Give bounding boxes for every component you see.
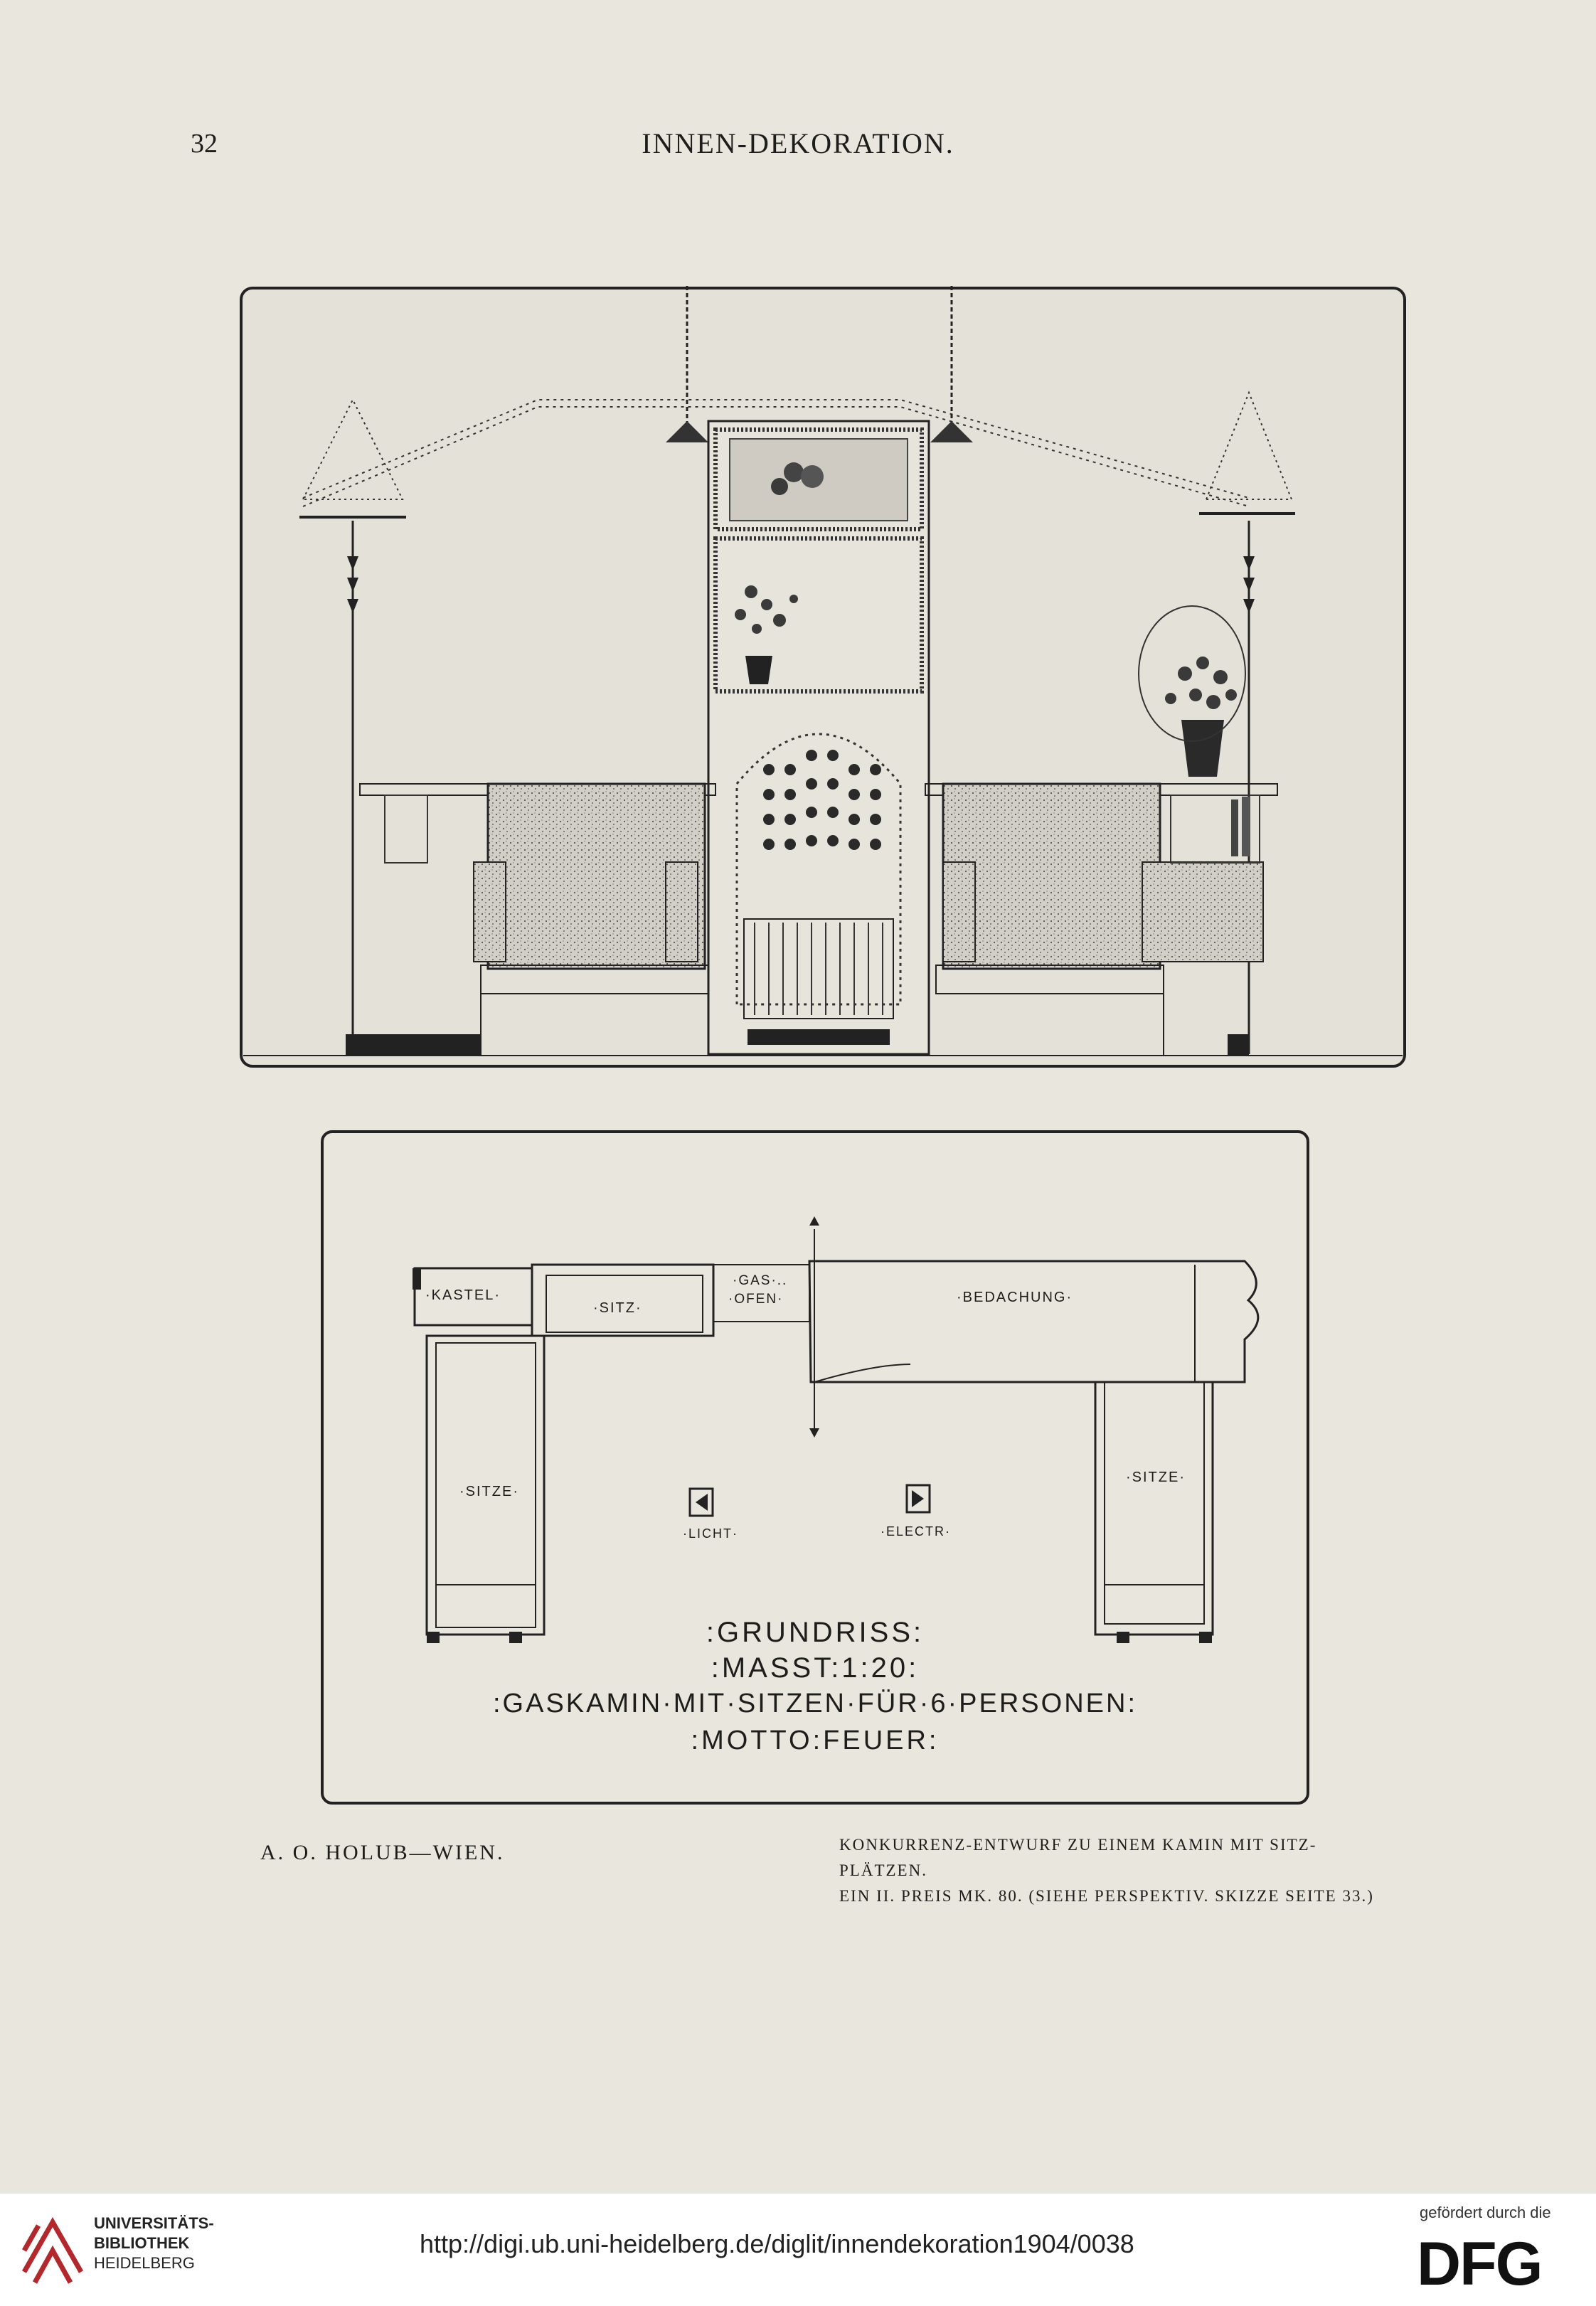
caption-description: KONKURRENZ-ENTWURF ZU EINEM KAMIN MIT SI…	[839, 1832, 1401, 1909]
caption-description-line2: EIN II. PREIS MK. 80. (SIEHE PERSPEKTIV.…	[839, 1887, 1374, 1905]
plan-title-motto: :MOTTO:FEUER:	[691, 1726, 940, 1755]
university-library-name: UNIVERSITÄTS- BIBLIOTHEK HEIDELBERG	[94, 2214, 214, 2273]
plan-title-gaskamin: :GASKAMIN·MIT·SITZEN·FÜR·6·PERSONEN:	[492, 1689, 1138, 1718]
plan-label-kastel: ·KASTEL·	[425, 1287, 501, 1303]
library-line-1: UNIVERSITÄTS-	[94, 2214, 214, 2232]
elevation-illustration	[240, 286, 1406, 1068]
library-line-2: BIBLIOTHEK	[94, 2234, 190, 2252]
plan-title-grundriss: :GRUNDRISS:	[706, 1617, 925, 1648]
plan-label-sitze-left: ·SITZE·	[459, 1484, 519, 1499]
caption-description-line1: KONKURRENZ-ENTWURF ZU EINEM KAMIN MIT SI…	[839, 1836, 1317, 1879]
library-line-3: HEIDELBERG	[94, 2254, 195, 2272]
source-url-link[interactable]: http://digi.ub.uni-heidelberg.de/diglit/…	[420, 2229, 1134, 2258]
digitization-footer: UNIVERSITÄTS- BIBLIOTHEK HEIDELBERG http…	[0, 2194, 1596, 2306]
plan-label-licht: ·LICHT·	[683, 1526, 738, 1541]
university-library-logo-icon	[21, 2216, 84, 2284]
plan-label-sitz: ·SITZ·	[593, 1300, 642, 1316]
dfg-logo: DFG	[1417, 2230, 1543, 2298]
floor-plan-figure: ·KASTEL· ·SITZ· ·GAS·.. ·OFEN· ·BEDACHUN…	[320, 1130, 1310, 1805]
plan-label-sitze-right: ·SITZE·	[1126, 1470, 1186, 1485]
running-title: INNEN-DEKORATION.	[642, 127, 954, 159]
floor-plan-drawing	[321, 1130, 1309, 1805]
plan-title-masstab: :MASST:1:20:	[711, 1652, 920, 1684]
funded-by-label: gefördert durch die	[1420, 2204, 1551, 2221]
plan-label-gas: ·GAS·..	[733, 1273, 788, 1288]
plan-label-ofen: ·OFEN·	[728, 1292, 784, 1307]
caption-author: A. O. HOLUB—WIEN.	[260, 1841, 505, 1864]
page-number: 32	[191, 129, 218, 159]
plan-label-bedachung: ·BEDACHUNG·	[957, 1290, 1073, 1305]
plan-label-electr: ·ELECTR·	[881, 1524, 952, 1539]
